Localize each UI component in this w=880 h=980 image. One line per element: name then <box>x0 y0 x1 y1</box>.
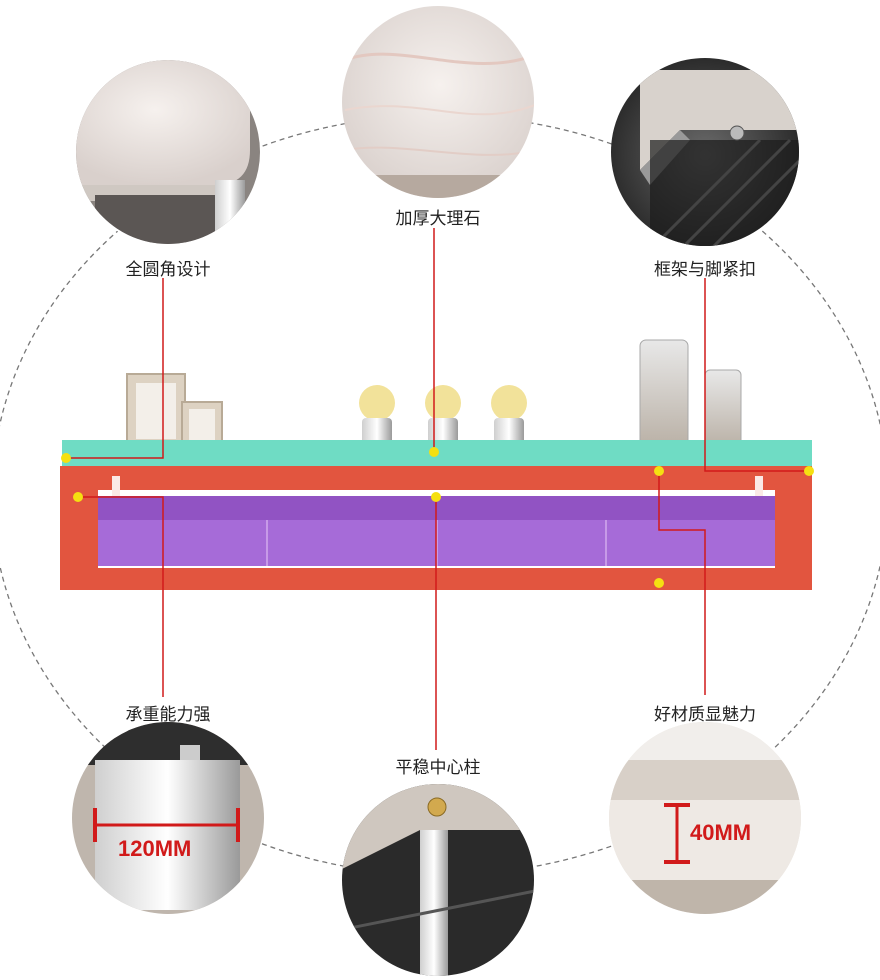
measure-top-thickness: 40MM <box>690 820 752 845</box>
label-good-material: 好材质显魅力 <box>654 705 756 724</box>
callout-lines <box>66 228 812 750</box>
decor-flower-pots <box>359 385 527 448</box>
decor-glass-vases <box>639 339 742 449</box>
decor-photo-frames <box>126 373 223 449</box>
frame <box>60 466 812 490</box>
label-frame-foot-fasten: 框架与脚紧扣 <box>654 260 756 279</box>
label-thick-marble: 加厚大理石 <box>395 209 481 228</box>
label-stable-center-column: 平稳中心柱 <box>395 758 481 777</box>
detail-circle-frame-fastening <box>611 58 799 246</box>
detail-circle-thick-marble <box>342 6 534 198</box>
detail-circle-load-bearing <box>72 722 264 914</box>
label-load-bearing: 承重能力强 <box>125 705 211 724</box>
detail-circle-rounded-corner <box>74 58 262 246</box>
detail-circle-good-material <box>609 722 801 914</box>
detail-circle-center-column <box>342 784 534 976</box>
callout-dots <box>61 447 814 588</box>
label-rounded-corner: 全圆角设计 <box>125 260 211 279</box>
measure-leg-width: 120MM <box>118 836 192 861</box>
